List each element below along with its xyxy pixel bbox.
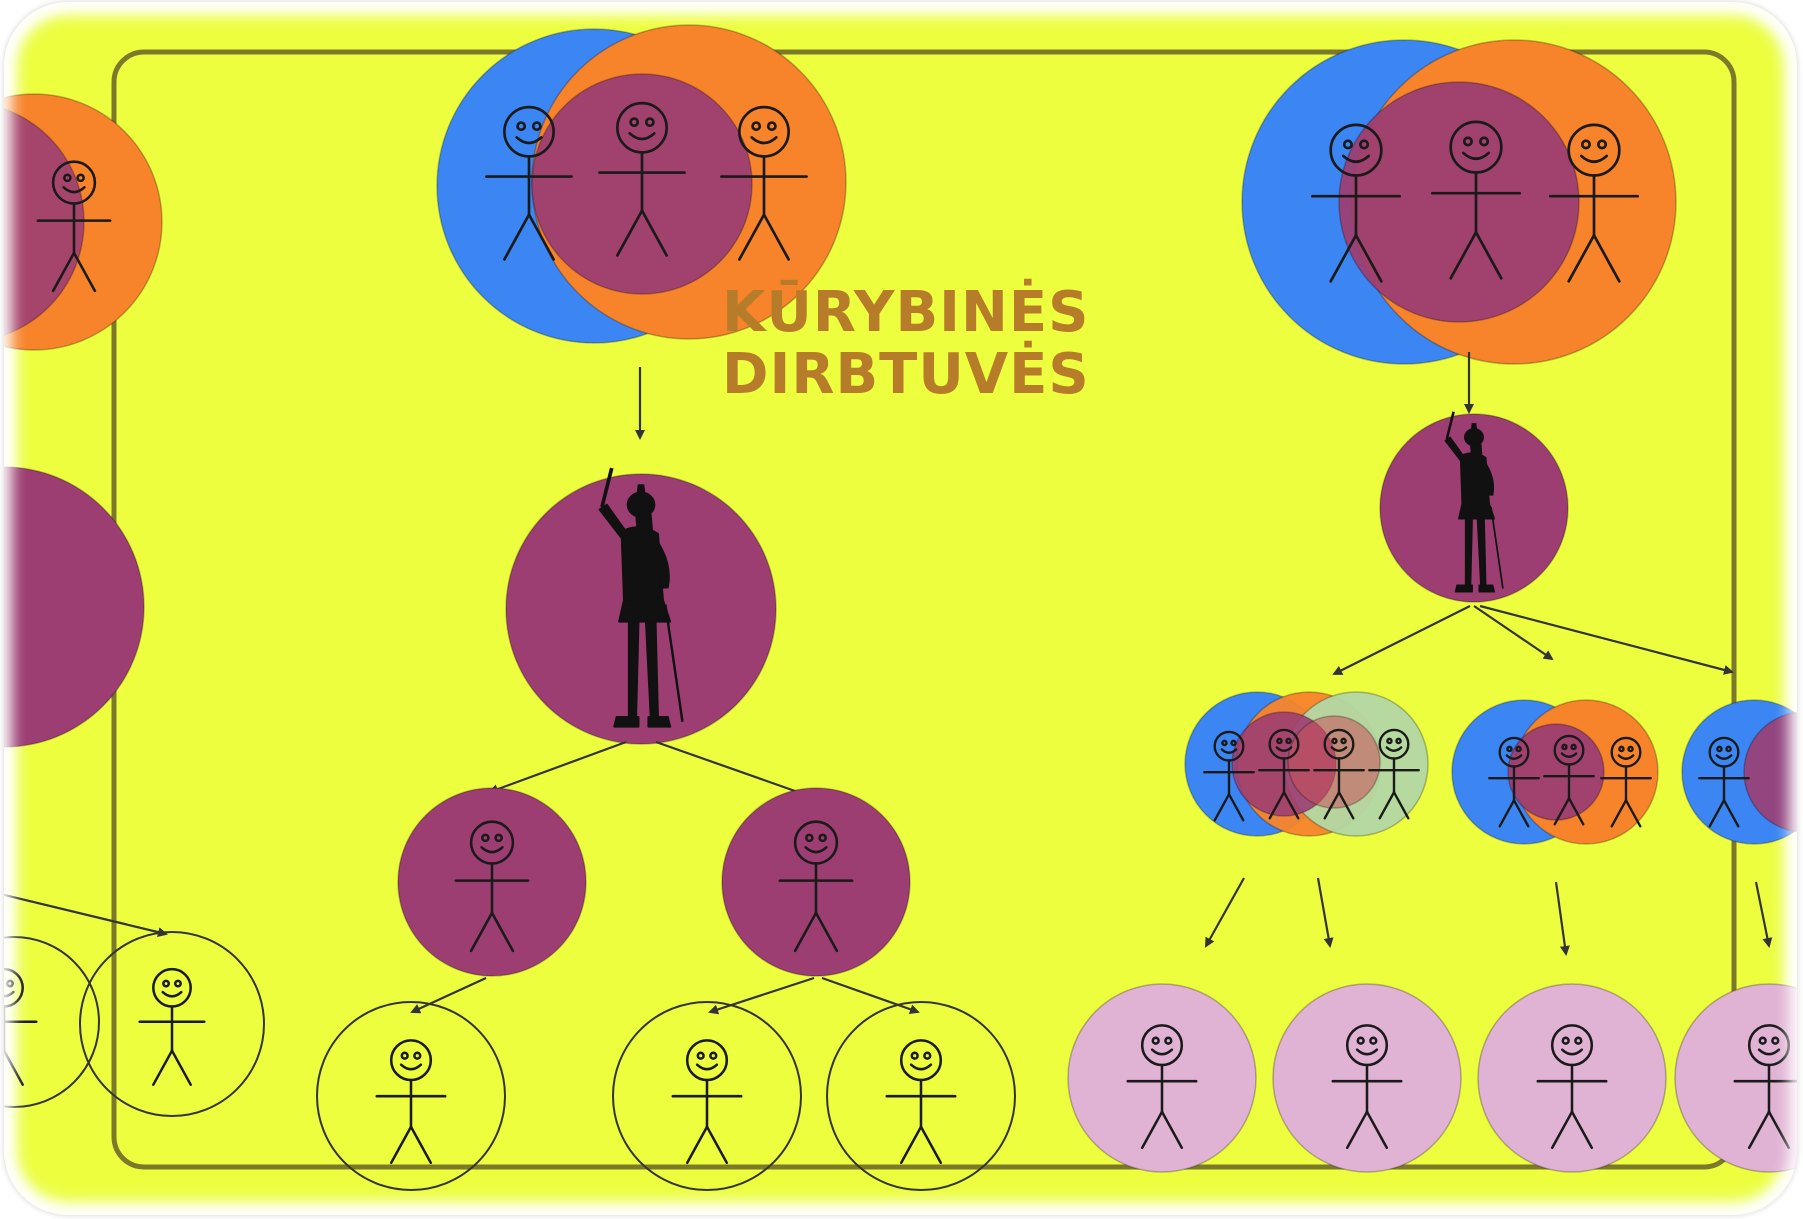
- arrow: [1205, 877, 1245, 948]
- stick-figure-icon: [885, 1039, 957, 1165]
- stick-figure-icon: [720, 105, 808, 261]
- slide-frame: KŪRYBINĖS DIRBTUVĖS: [4, 2, 1797, 1215]
- conductor-circle-partial: [4, 466, 145, 748]
- stick-figure-icon: [598, 101, 686, 257]
- stick-figure-icon: [454, 820, 530, 953]
- stick-figure-icon: [4, 967, 38, 1086]
- stick-figure-icon: [485, 105, 573, 261]
- arrow: [1479, 604, 1734, 675]
- stick-figure-icon: [1331, 1024, 1403, 1150]
- member-circle: [612, 1001, 802, 1191]
- arrow: [1554, 881, 1570, 956]
- member-circle: [316, 1001, 506, 1191]
- arrow: [410, 977, 487, 1014]
- member-circle: [826, 1001, 1016, 1191]
- title-line-1: KŪRYBINĖS: [722, 280, 1090, 345]
- stick-figure-icon: [1536, 1024, 1608, 1150]
- arrow: [655, 740, 814, 800]
- stick-figure-icon: [1430, 120, 1522, 280]
- member-circle: [79, 931, 265, 1117]
- stick-figure-icon: [778, 820, 854, 953]
- stick-figure-icon: [1203, 730, 1255, 822]
- arrow: [1754, 881, 1773, 948]
- stick-figure-icon: [1733, 1024, 1797, 1150]
- org-diagram: [4, 24, 1797, 1191]
- member-circle: [4, 936, 100, 1108]
- stick-figure-icon: [1488, 736, 1540, 828]
- stick-figure-icon: [671, 1039, 743, 1165]
- stick-figure-icon: [1368, 728, 1420, 820]
- workshop-title: KŪRYBINĖS DIRBTUVĖS: [722, 280, 1090, 407]
- stick-figure-icon: [1600, 736, 1652, 828]
- stick-figure-icon: [138, 967, 206, 1086]
- group-circle: [1338, 81, 1580, 323]
- arrow: [1473, 605, 1554, 661]
- subgroup-circle: [1287, 715, 1381, 809]
- stick-figure-icon: [375, 1039, 447, 1165]
- stick-figure-icon: [1548, 123, 1640, 283]
- subgroup-circle: [1507, 723, 1605, 821]
- conductor-silhouette-icon: [1444, 411, 1504, 593]
- stick-figure-icon: [1543, 734, 1595, 826]
- stick-figure-icon: [1310, 123, 1402, 283]
- arrow: [1316, 877, 1334, 948]
- stick-figure-icon: [1258, 728, 1310, 820]
- arrow: [4, 893, 168, 937]
- stick-figure-icon: [1126, 1024, 1198, 1150]
- arrow: [821, 976, 920, 1015]
- subgroup-circle-partial: [1743, 711, 1797, 833]
- title-line-2: DIRBTUVĖS: [722, 342, 1090, 407]
- member-circle-partial: [1674, 983, 1797, 1173]
- arrow: [488, 740, 627, 794]
- arrow: [708, 976, 815, 1015]
- stick-figure-icon: [36, 160, 112, 293]
- conductor-silhouette-icon: [598, 467, 684, 728]
- stick-figure-icon: [1313, 728, 1365, 820]
- stick-figure-icon: [1698, 736, 1750, 828]
- arrow: [1332, 605, 1471, 675]
